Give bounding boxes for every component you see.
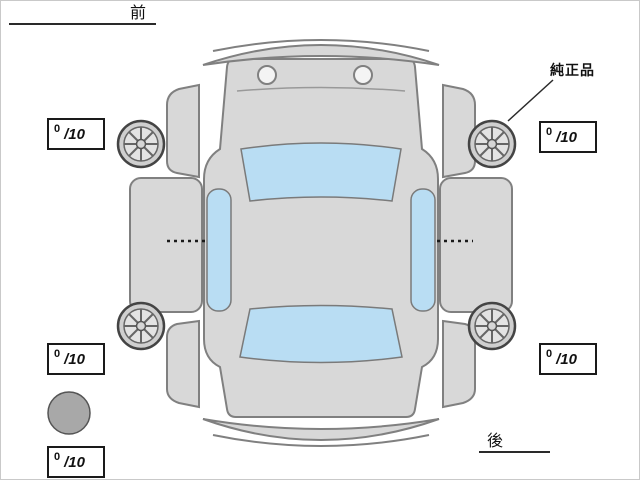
front-fender-left (166, 83, 200, 179)
score-max-spare: /10 (64, 453, 85, 471)
wheel-front-left-icon (116, 119, 166, 169)
hood-circle-right (353, 65, 373, 85)
rear-fender-left (166, 319, 200, 409)
hood-cowl-line (236, 86, 406, 92)
score-value-front-right: 0 (546, 126, 553, 138)
front-bumper-trim (212, 39, 430, 52)
score-value-front-left: 0 (54, 123, 61, 135)
windshield (240, 142, 402, 202)
wheel-rear-right-icon (467, 301, 517, 351)
score-max-rear-right: /10 (556, 350, 577, 368)
car-body (203, 58, 439, 418)
rear-label: 後 (479, 431, 550, 453)
score-value-spare: 0 (54, 451, 61, 463)
genuine-part-label: 純正品 (550, 62, 595, 78)
score-max-front-left: /10 (64, 125, 85, 143)
rear-bumper-trim (212, 434, 430, 447)
front-fender-right (442, 83, 476, 179)
rear-bumper (202, 418, 440, 441)
rear-window (239, 304, 403, 364)
rear-label-text: 後 (487, 433, 504, 450)
front-label-text: 前 (129, 5, 146, 22)
front-label: 前 (9, 3, 156, 25)
hood-circle-left (257, 65, 277, 85)
door-panel-right (439, 177, 513, 313)
door-panel-left (129, 177, 203, 313)
score-box-rear-right: 0 /10 (539, 343, 597, 375)
score-max-rear-left: /10 (64, 350, 85, 368)
wheel-rear-left-icon (116, 301, 166, 351)
score-value-rear-right: 0 (546, 348, 553, 360)
spare-tire-icon (47, 391, 91, 435)
score-box-rear-left: 0 /10 (47, 343, 105, 375)
genuine-part-leader-line (507, 79, 554, 122)
score-box-front-left: 0 /10 (47, 118, 105, 150)
score-value-rear-left: 0 (54, 348, 61, 360)
wheel-front-right-icon (467, 119, 517, 169)
score-box-spare: 0 /10 (47, 446, 105, 478)
side-window-left (206, 188, 232, 312)
front-bumper (202, 44, 440, 66)
score-max-front-right: /10 (556, 128, 577, 146)
side-window-right (410, 188, 436, 312)
score-box-front-right: 0 /10 (539, 121, 597, 153)
